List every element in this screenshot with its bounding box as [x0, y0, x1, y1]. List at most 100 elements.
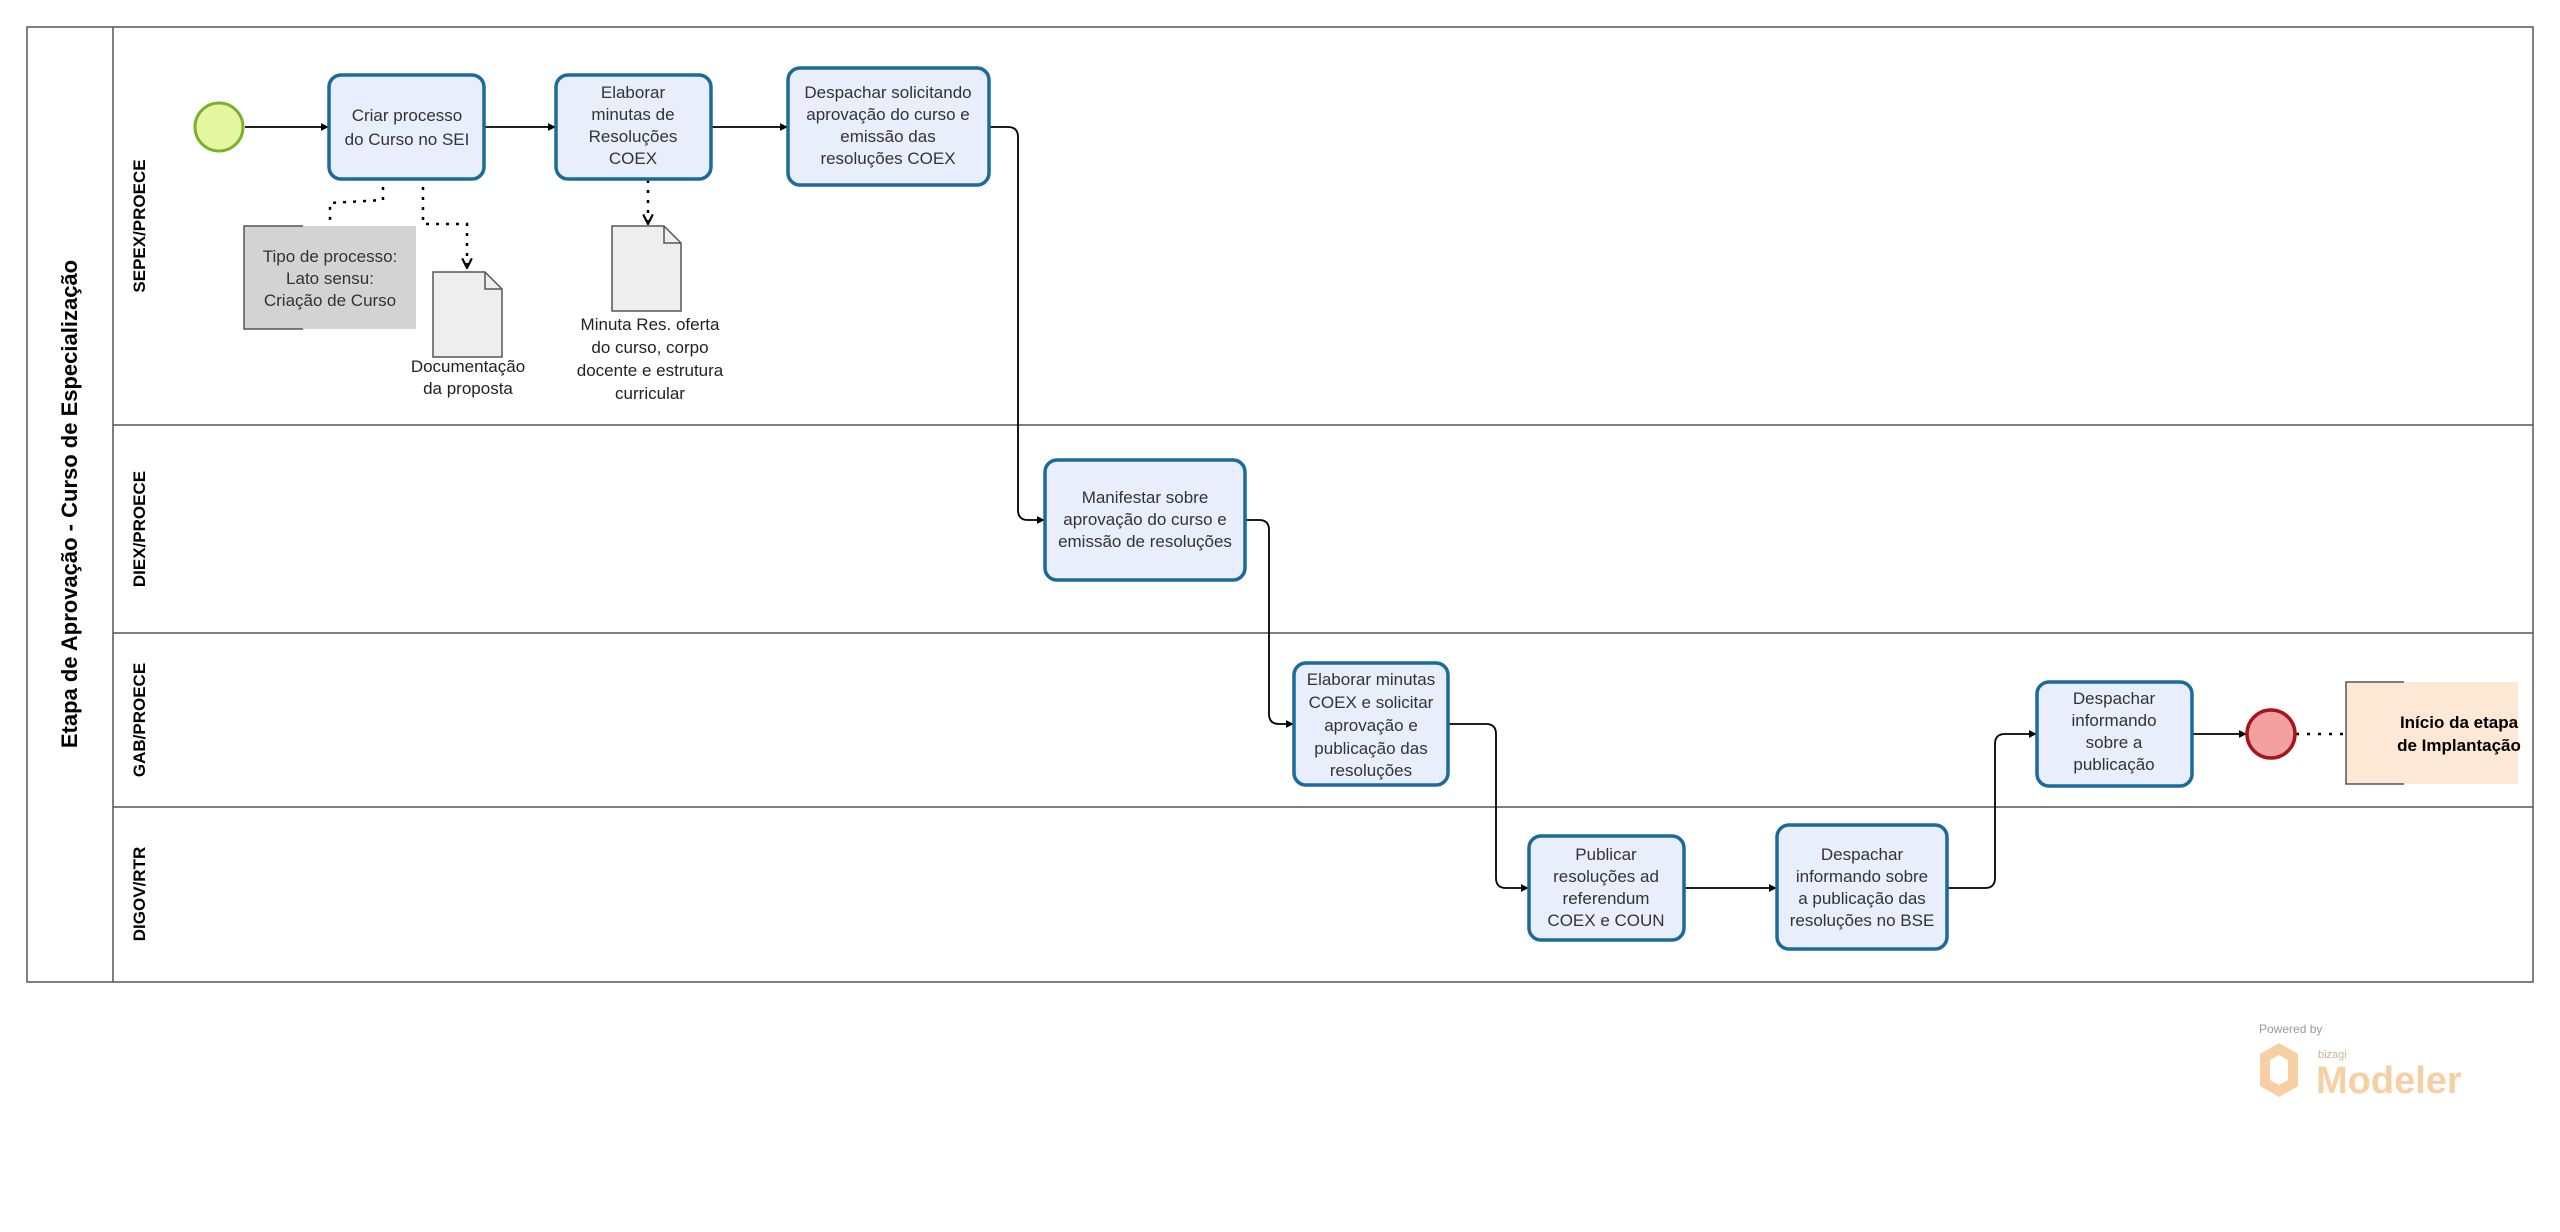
task-line: COEX e solicitar [1309, 693, 1434, 712]
task-line: Manifestar sobre [1082, 488, 1209, 507]
document-label: Documentação da proposta [411, 357, 525, 398]
task-line: COEX e COUN [1547, 911, 1664, 930]
document-line: curricular [615, 384, 685, 403]
task-line: do Curso no SEI [345, 130, 470, 149]
flow-t4-to-t5 [1245, 519, 1294, 728]
task-line: Elaborar minutas [1307, 670, 1436, 689]
document-icon[interactable] [611, 225, 682, 312]
annotation-bracket [243, 225, 303, 330]
task-box[interactable] [2035, 680, 2194, 788]
task-line: aprovação do curso e [1063, 510, 1227, 529]
task-line: referendum [1563, 889, 1650, 908]
tasks: Criar processo do Curso no SEI Elaborar mi… [327, 66, 2194, 951]
task-line: Elaborar [601, 83, 666, 102]
task-despachar-publicacao-bse[interactable]: Despachar informando sobre a publicação da… [1775, 823, 1949, 951]
data-object-documentacao[interactable]: Documentação da proposta [411, 271, 525, 398]
document-line: docente e estrutura [577, 361, 724, 380]
flow-t3-to-t4 [989, 126, 1045, 524]
task-manifestar[interactable]: Manifestar sobre aprovação do curso e emis… [1043, 458, 1247, 582]
document-label: Minuta Res. oferta do curso, corpo docente… [577, 315, 724, 403]
annotation-line: Criação de Curso [264, 291, 396, 310]
task-line: informando [2071, 711, 2156, 730]
task-line: a publicação das [1798, 889, 1926, 908]
document-line: da proposta [423, 379, 513, 398]
document-fold [484, 272, 502, 290]
modeler-text: Modeler [2316, 1060, 2462, 1102]
powered-by-text: Powered by [2259, 1022, 2322, 1036]
task-line: resoluções ad [1553, 867, 1659, 886]
task-label: Manifestar sobre aprovação do curso e emis… [1058, 488, 1232, 551]
task-line: emissão das [840, 127, 935, 146]
document-line: do curso, corpo [591, 338, 708, 357]
task-line: Despachar solicitando [804, 83, 971, 102]
pool: Etapa de Aprovação - Curso de Especializ… [26, 26, 2534, 983]
link-box[interactable] [2346, 682, 2518, 784]
flow-t7-to-t8 [1947, 730, 2037, 889]
pool-title: Etapa de Aprovação - Curso de Especializ… [57, 260, 82, 748]
start-event[interactable] [193, 101, 245, 153]
pool-border [26, 26, 2534, 983]
task-box[interactable] [1527, 834, 1686, 942]
task-despachar-solicitando[interactable]: Despachar solicitando aprovação do curso … [786, 66, 991, 187]
annotation-line: Lato sensu: [286, 269, 374, 288]
link-line: de Implantação [2397, 736, 2521, 755]
task-line: Despachar [1821, 845, 1904, 864]
assoc-t1-doc1 [421, 187, 467, 268]
task-line: informando sobre [1796, 867, 1928, 886]
document-line: Documentação [411, 357, 525, 376]
task-line: sobre a [2086, 733, 2143, 752]
annotation-box[interactable] [244, 226, 416, 329]
end-event[interactable] [2245, 708, 2297, 760]
task-line: aprovação e [1324, 716, 1418, 735]
flow-t5-to-t6 [1448, 723, 1529, 892]
bizagi-text: bizagi [2318, 1049, 2347, 1061]
task-line: Publicar [1575, 845, 1637, 864]
task-box[interactable] [786, 66, 991, 187]
link-line: Início da etapa [2400, 713, 2519, 732]
task-box[interactable] [554, 73, 713, 181]
task-line: Criar processo [352, 106, 463, 125]
task-criar-processo[interactable]: Criar processo do Curso no SEI [327, 73, 486, 181]
task-label: Criar processo do Curso no SEI [345, 106, 470, 149]
task-box[interactable] [1043, 458, 1247, 582]
task-line: Resoluções [589, 127, 678, 146]
task-label: Despachar informando sobre a publicação da… [1790, 845, 1935, 930]
lane-label-sepex: SEPEX/PROECE [130, 159, 149, 292]
task-line: resoluções COEX [820, 149, 955, 168]
task-despachar-informando[interactable]: Despachar informando sobre a publicação [2035, 680, 2194, 788]
task-box[interactable] [1292, 661, 1450, 787]
lane-label-digov: DIGOV/RTR [130, 847, 149, 941]
task-line: COEX [609, 149, 657, 168]
task-label: Despachar solicitando aprovação do curso … [804, 83, 971, 168]
associations [328, 180, 648, 268]
task-line: resoluções no BSE [1790, 911, 1935, 930]
task-line: aprovação do curso e [806, 105, 970, 124]
task-line: Despachar [2073, 689, 2156, 708]
task-line: publicação [2073, 755, 2154, 774]
task-line: resoluções [1330, 761, 1412, 780]
data-object-minuta[interactable]: Minuta Res. oferta do curso, corpo docente… [577, 225, 724, 403]
lane-label-diex: DIEX/PROECE [130, 471, 149, 587]
link-text: Início da etapa de Implantação [2397, 713, 2521, 755]
task-box[interactable] [327, 73, 486, 181]
task-box[interactable] [1775, 823, 1949, 951]
next-stage-link[interactable]: Início da etapa de Implantação [2345, 681, 2521, 785]
task-line: emissão de resoluções [1058, 532, 1232, 551]
task-line: minutas de [591, 105, 674, 124]
sequence-flows [245, 123, 2350, 892]
document-line: Minuta Res. oferta [581, 315, 720, 334]
document-fold [663, 226, 681, 244]
task-line: publicação das [1314, 739, 1427, 758]
annotation-text: Tipo de processo:Lato sensu:Criação de C… [263, 247, 398, 310]
task-label: Despachar informando sobre a publicação [2071, 689, 2156, 774]
annotation-tipo-processo[interactable]: Tipo de processo:Lato sensu:Criação de C… [243, 225, 416, 330]
bizagi-branding: Powered by bizagi Modeler [2259, 1022, 2462, 1102]
document-icon[interactable] [432, 271, 503, 358]
